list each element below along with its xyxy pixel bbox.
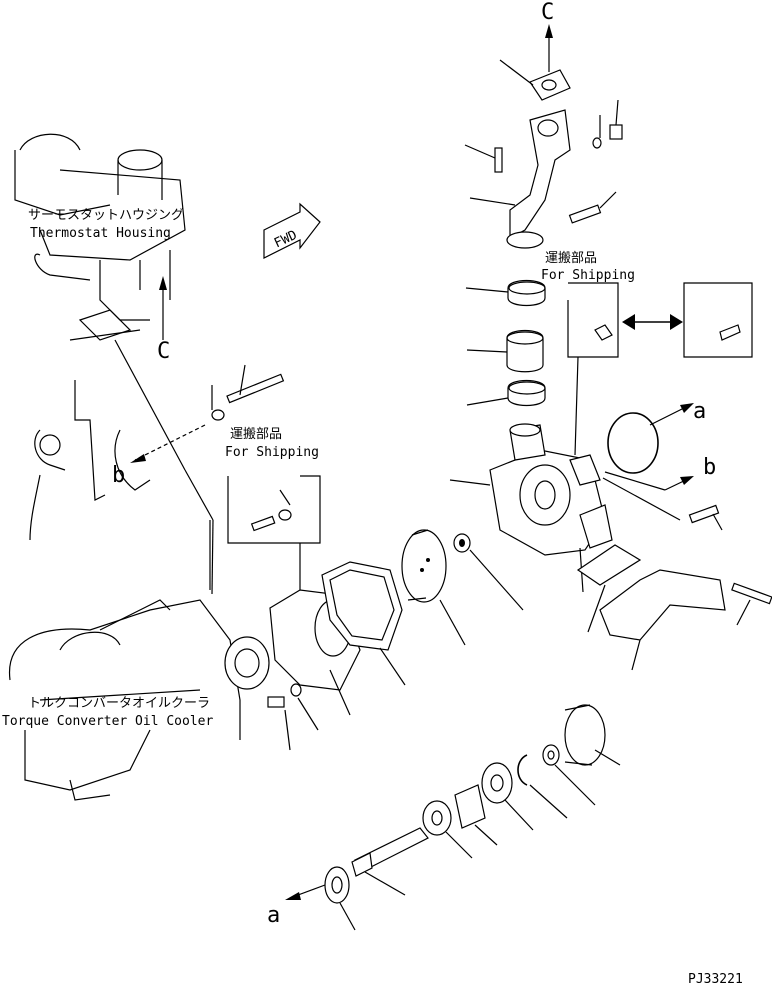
svg-text:C: C <box>157 339 170 364</box>
svg-text:C: C <box>541 0 554 25</box>
leader-lines <box>114 339 214 595</box>
outlet-flange-gasket <box>499 59 571 101</box>
bearing-left <box>422 800 473 859</box>
impeller <box>401 529 466 646</box>
svg-text:b: b <box>703 455 716 480</box>
hose-clamp-lower <box>466 379 546 407</box>
bolt-and-washer-lower-left <box>267 683 319 751</box>
bolt-right-mid <box>602 477 723 531</box>
snap-ring <box>517 754 568 819</box>
svg-text:b: b <box>112 463 125 488</box>
outlet-elbow <box>599 569 726 671</box>
hose-clamp-upper <box>465 279 546 307</box>
rubber-hose <box>466 329 544 373</box>
ref-arrow-b-right: b <box>604 455 716 491</box>
shaft-sleeve <box>454 784 498 846</box>
svg-text:For Shipping: For Shipping <box>225 445 319 460</box>
svg-text:トルクコンバータオイルクーラ: トルクコンバータオイルクーラ <box>28 696 210 711</box>
ref-arrow-c-left: C <box>157 276 170 364</box>
torque-converter-oil-cooler-illustration <box>8 599 270 801</box>
bolt-right-lower <box>731 582 772 626</box>
drawing-code: PJ33221 <box>688 972 743 987</box>
shipping-parts-box-top: 運搬部品 For Shipping <box>541 251 753 456</box>
o-ring-right: a <box>607 399 706 474</box>
thermostat-housing-label: サーモスタットハウジング Thermostat Housing <box>28 208 184 241</box>
shipping-parts-box-mid: 運搬部品 For Shipping <box>225 427 321 600</box>
bolt-upper-right <box>592 99 623 149</box>
engine-side-outline <box>29 380 211 590</box>
seal-ring <box>453 533 524 611</box>
ref-arrow-c-top: C <box>541 0 554 72</box>
long-bolt-left <box>211 364 285 421</box>
svg-text:サーモスタットハウジング: サーモスタットハウジング <box>28 208 184 223</box>
svg-text:For Shipping: For Shipping <box>541 268 635 283</box>
outlet-elbow-upper <box>469 109 571 249</box>
bolt-upper-left <box>464 144 503 173</box>
shaft-coupling <box>324 866 356 931</box>
fwd-direction-arrow: FWD <box>263 202 321 259</box>
ref-arrow-b-left: b <box>112 424 206 488</box>
svg-text:運搬部品: 運搬部品 <box>545 251 597 266</box>
torque-converter-oil-cooler-label: トルクコンバータオイルクーラ Torque Converter Oil Cool… <box>2 696 213 729</box>
side-gasket <box>576 544 642 633</box>
svg-text:Torque Converter Oil Cooler: Torque Converter Oil Cooler <box>2 714 213 729</box>
spacer <box>542 744 596 806</box>
pump-gasket <box>321 561 406 686</box>
svg-text:a: a <box>693 399 706 424</box>
water-pump-housing <box>449 423 613 593</box>
svg-text:Thermostat Housing: Thermostat Housing <box>30 226 171 241</box>
svg-text:運搬部品: 運搬部品 <box>230 427 282 442</box>
bolt-elbow-side <box>568 191 617 224</box>
pulley <box>564 704 621 766</box>
ref-arrow-a-bottom: a <box>267 884 326 928</box>
pump-shaft <box>351 827 429 896</box>
bearing-right <box>481 762 534 831</box>
svg-text:a: a <box>267 903 280 928</box>
thermostat-housing-illustration <box>14 133 186 341</box>
